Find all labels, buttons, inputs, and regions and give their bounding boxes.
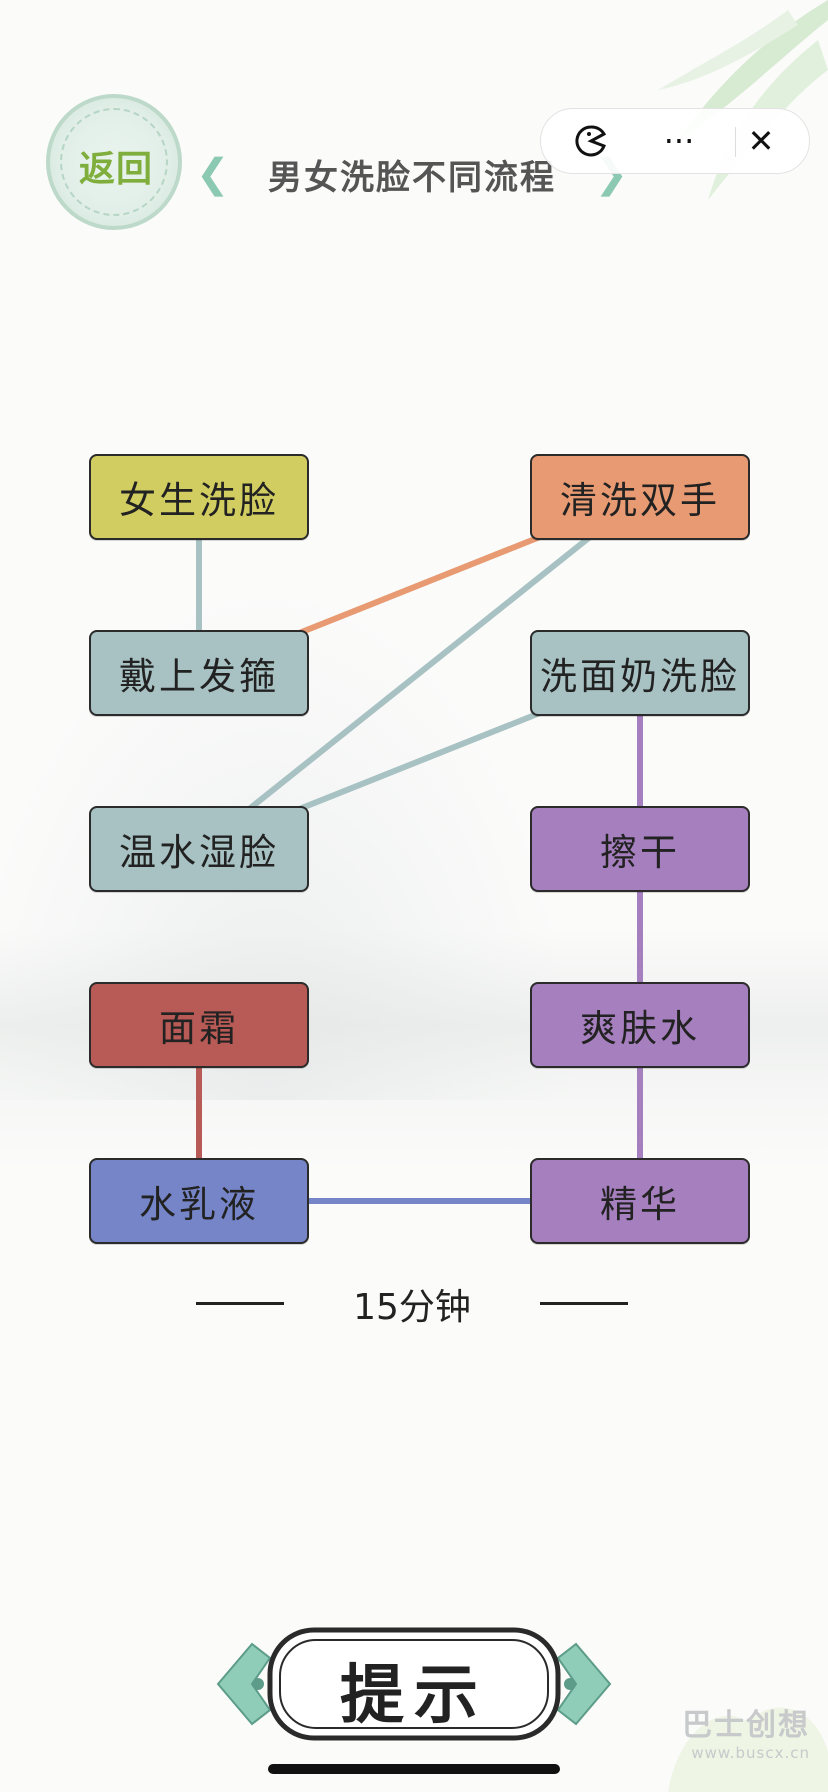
watermark: 巴士创想 www.buscx.cn [682,1700,810,1762]
node-toner[interactable]: 爽肤水 [530,982,750,1068]
level-title-text: 男女洗脸不同流程 [268,158,556,198]
timer: 15分钟 [196,1270,628,1330]
watermark-brand: 巴士创想 [682,1708,810,1743]
mini-program-capsule: ··· ✕ [540,108,810,174]
hint-frame-icon [216,1627,612,1741]
back-button[interactable]: 返回 [46,94,182,230]
timer-text: 15分钟 [353,1287,471,1328]
timer-left-rule [196,1302,284,1305]
more-icon[interactable]: ··· [663,122,695,160]
node-face-cream[interactable]: 面霜 [89,982,309,1068]
lotus-decoration [668,1707,828,1792]
back-label: 返回 [78,148,153,190]
timer-right-rule [540,1302,628,1305]
node-wash-hands[interactable]: 清洗双手 [530,454,750,540]
node-cleanser-wash[interactable]: 洗面奶洗脸 [530,630,750,716]
hint-button[interactable]: 提示 [212,1620,616,1748]
close-icon[interactable]: ✕ [747,122,775,160]
node-lotion[interactable]: 水乳液 [89,1158,309,1244]
capsule-divider [735,127,736,157]
home-indicator [268,1764,560,1774]
hint-label: 提示 [340,1658,488,1733]
node-girl-wash-face[interactable]: 女生洗脸 [89,454,309,540]
link-line [197,494,642,852]
watermark-url: www.buscx.cn [691,1744,810,1762]
node-wear-headband[interactable]: 戴上发箍 [89,630,309,716]
node-serum[interactable]: 精华 [530,1158,750,1244]
node-pat-dry[interactable]: 擦干 [530,806,750,892]
level-title: ❮ 男女洗脸不同流程 ❯ [196,146,628,202]
chevron-left-icon: ❮ [196,151,230,197]
pacman-icon[interactable] [547,109,635,173]
node-warm-water-wet-face[interactable]: 温水湿脸 [89,806,309,892]
